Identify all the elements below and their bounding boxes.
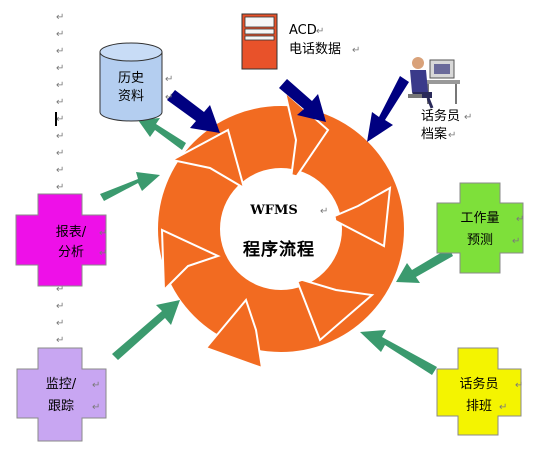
paragraph-mark: ↵ xyxy=(165,74,173,85)
paragraph-mark: ↵ xyxy=(56,46,64,57)
cycle-arrowhead-4 xyxy=(204,297,264,370)
workload-to-cycle-arrow xyxy=(396,248,453,283)
acd-label-line2: 电话数据 xyxy=(289,42,341,57)
center-subtitle: 程序流程 xyxy=(243,239,315,260)
paragraph-mark: ↵ xyxy=(316,26,324,37)
database-body xyxy=(99,52,163,122)
cycle-center xyxy=(225,173,337,285)
workload-label-line2: 预测 xyxy=(467,233,493,248)
agent-file-label-line1: 话务员 xyxy=(421,108,460,124)
label-paragraph-marks: ↵ ↵ ↵ ↵ ↵ ↵ ↵ ↵ ↵ ↵ ↵ ↵ ↵ ↵ ↵ xyxy=(92,26,524,413)
cycle-to-report-arrow xyxy=(100,172,160,201)
inflow-arrows xyxy=(167,76,409,142)
schedule-label-line1: 话务员 xyxy=(459,376,498,392)
history-label-line2: 资料 xyxy=(118,89,144,104)
monitor-label-line1: 监控/ xyxy=(46,377,77,392)
paragraph-mark: ↵ xyxy=(320,206,328,217)
agent-file-to-cycle-arrow xyxy=(367,76,409,142)
report-node: 报表/ 分析 xyxy=(15,193,107,287)
paragraph-mark: ↵ xyxy=(92,380,100,391)
schedule-to-cycle-arrow xyxy=(360,330,437,375)
paragraph-mark: ↵ xyxy=(56,335,64,346)
paragraph-mark: ↵ xyxy=(56,182,64,193)
center-title: WFMS xyxy=(249,203,298,218)
outflow-arrows xyxy=(100,118,453,375)
report-label-line1: 报表/ xyxy=(56,225,87,240)
paragraph-mark: ↵ xyxy=(515,380,523,391)
paragraph-mark: ↵ xyxy=(99,228,107,239)
acd-label-line1: ACD xyxy=(289,23,317,38)
database-top xyxy=(99,42,163,62)
paragraph-mark: ↵ xyxy=(516,214,524,225)
paragraph-mark: ↵ xyxy=(499,402,507,413)
paragraph-mark: ↵ xyxy=(92,402,100,413)
history-database: 历史 资料 xyxy=(99,42,163,122)
monitor-label-line2: 跟踪 xyxy=(48,399,74,414)
paragraph-mark: ↵ xyxy=(512,236,520,247)
cycle-ring: WFMS 程序流程 xyxy=(158,89,404,370)
paragraph-mark: ↵ xyxy=(464,112,472,123)
paragraph-mark: ↵ xyxy=(448,130,456,141)
paragraph-mark: ↵ xyxy=(56,80,64,91)
schedule-node: 话务员 排班 xyxy=(436,347,522,436)
paragraph-mark: ↵ xyxy=(99,248,107,259)
cycle-to-history-arrow xyxy=(138,118,186,150)
agent-file-label-line2: 档案 xyxy=(421,127,447,142)
history-label-line1: 历史 xyxy=(118,71,144,86)
paragraph-mark: ↵ xyxy=(56,29,64,40)
paragraph-mark: ↵ xyxy=(56,318,64,329)
schedule-label-line2: 排班 xyxy=(466,399,492,414)
cycle-to-monitor-arrow xyxy=(112,300,180,360)
paragraph-mark: ↵ xyxy=(56,114,64,125)
paragraph-mark: ↵ xyxy=(352,45,360,56)
acd-to-cycle-arrow xyxy=(279,79,326,122)
monitor-node: 监控/ 跟踪 xyxy=(16,347,107,442)
workload-node: 工作量 预测 xyxy=(436,182,524,274)
paragraph-mark: ↵ xyxy=(56,97,64,108)
report-label-line2: 分析 xyxy=(58,245,84,260)
paragraph-mark: ↵ xyxy=(56,131,64,142)
workload-label-line1: 工作量 xyxy=(460,211,499,226)
paragraph-mark: ↵ xyxy=(56,165,64,176)
paragraph-mark: ↵ xyxy=(56,301,64,312)
agent-workstation-icon: 话务员 档案 xyxy=(408,57,460,142)
cycle-arrowhead-5 xyxy=(160,228,221,293)
paragraph-mark: ↵ xyxy=(56,148,64,159)
paragraph-mark: ↵ xyxy=(56,12,64,23)
acd-device: ACD 电话数据 xyxy=(241,13,341,70)
paragraph-mark: ↵ xyxy=(56,284,64,295)
history-to-cycle-arrow xyxy=(167,90,220,133)
text-cursor xyxy=(55,112,57,126)
paragraph-mark: ↵ xyxy=(165,92,173,103)
paragraph-mark: ↵ xyxy=(56,63,64,74)
